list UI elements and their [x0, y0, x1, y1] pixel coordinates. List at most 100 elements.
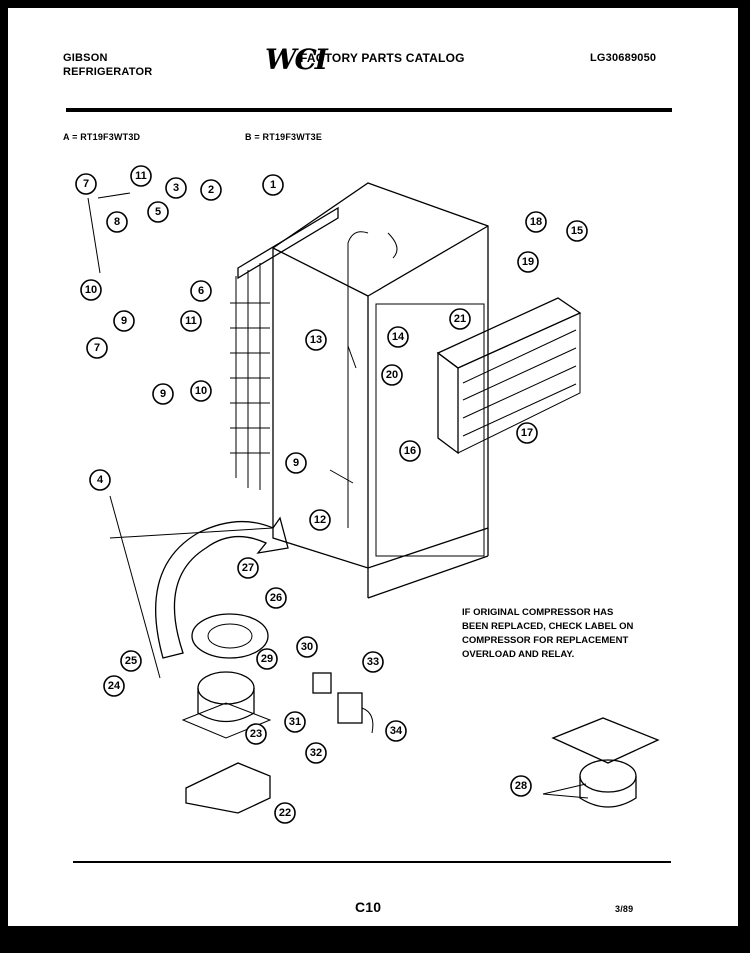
callout-6[interactable]: 6	[190, 280, 212, 302]
cabinet-illustration	[272, 182, 489, 599]
catalog-title: FACTORY PARTS CATALOG	[300, 51, 465, 65]
product-type: REFRIGERATOR	[63, 66, 153, 78]
callout-19[interactable]: 19	[517, 251, 539, 273]
callout-9b[interactable]: 9	[152, 383, 174, 405]
svg-text:6: 6	[198, 285, 204, 297]
condenser-coil-illustration	[230, 206, 339, 490]
callout-18[interactable]: 18	[525, 211, 547, 233]
svg-text:34: 34	[390, 725, 403, 737]
callout-2[interactable]: 2	[200, 179, 222, 201]
compressor-replacement-note: IF ORIGINAL COMPRESSOR HAS BEEN REPLACED…	[462, 606, 692, 662]
callout-29[interactable]: 29	[256, 648, 278, 670]
footer-rule	[73, 861, 671, 863]
svg-text:27: 27	[242, 562, 254, 574]
callout-33[interactable]: 33	[362, 651, 384, 673]
callout-4[interactable]: 4	[89, 469, 111, 491]
svg-text:20: 20	[386, 369, 398, 381]
callout-25[interactable]: 25	[120, 650, 142, 672]
note-line: COMPRESSOR FOR REPLACEMENT	[462, 635, 629, 646]
svg-text:23: 23	[250, 728, 262, 740]
callout-30[interactable]: 30	[296, 636, 318, 658]
svg-text:13: 13	[310, 334, 322, 346]
callout-17[interactable]: 17	[516, 422, 538, 444]
callout-27[interactable]: 27	[237, 557, 259, 579]
inset-compressor-illustration	[551, 717, 660, 808]
svg-text:12: 12	[314, 514, 326, 526]
svg-text:7: 7	[94, 342, 100, 354]
callout-20[interactable]: 20	[381, 364, 403, 386]
svg-text:14: 14	[392, 331, 405, 343]
compressor-illustration	[181, 613, 272, 814]
svg-text:26: 26	[270, 592, 282, 604]
svg-text:28: 28	[515, 780, 527, 792]
svg-text:29: 29	[261, 653, 273, 665]
variant-b-model: B = RT19F3WT3E	[245, 132, 323, 142]
callout-3[interactable]: 3	[165, 177, 187, 199]
svg-text:19: 19	[522, 256, 534, 268]
svg-text:18: 18	[530, 216, 542, 228]
callout-28b[interactable]: 28	[510, 775, 532, 797]
callout-16[interactable]: 16	[399, 440, 421, 462]
callout-14[interactable]: 14	[387, 326, 409, 348]
svg-text:15: 15	[571, 225, 583, 237]
header-rule	[66, 108, 672, 112]
svg-text:11: 11	[135, 170, 147, 182]
callout-26[interactable]: 26	[265, 587, 287, 609]
svg-text:8: 8	[114, 216, 120, 228]
page-code: C10	[355, 899, 382, 915]
svg-text:4: 4	[97, 474, 104, 486]
callout-10a[interactable]: 10	[80, 279, 102, 301]
brand-name: GIBSON	[63, 52, 108, 64]
svg-text:32: 32	[310, 747, 322, 759]
svg-text:10: 10	[195, 385, 207, 397]
leader-lines	[87, 192, 589, 799]
note-line: OVERLOAD AND RELAY.	[462, 649, 575, 660]
document-number: LG30689050	[590, 52, 657, 64]
callout-7a[interactable]: 7	[75, 173, 97, 195]
callout-11b[interactable]: 11	[180, 310, 202, 332]
variant-a-model: A = RT19F3WT3D	[63, 132, 141, 142]
callout-11a[interactable]: 11	[130, 165, 152, 187]
svg-text:33: 33	[367, 656, 379, 668]
catalog-page: GIBSON REFRIGERATOR WCI FACTORY PARTS CA…	[8, 8, 738, 926]
svg-text:5: 5	[155, 206, 161, 218]
callout-22[interactable]: 22	[274, 802, 296, 824]
callout-15[interactable]: 15	[566, 220, 588, 242]
callout-9c[interactable]: 9	[285, 452, 307, 474]
callout-24[interactable]: 24	[103, 675, 125, 697]
callout-21[interactable]: 21	[449, 308, 471, 330]
svg-text:11: 11	[185, 315, 197, 327]
callout-10b[interactable]: 10	[190, 380, 212, 402]
svg-text:3: 3	[173, 182, 179, 194]
svg-text:10: 10	[85, 284, 97, 296]
svg-text:17: 17	[521, 427, 533, 439]
revision-date: 3/89	[615, 904, 634, 914]
callout-8[interactable]: 8	[106, 211, 128, 233]
svg-text:9: 9	[121, 315, 127, 327]
callout-7b[interactable]: 7	[86, 337, 108, 359]
svg-text:9: 9	[160, 388, 166, 400]
callout-5[interactable]: 5	[147, 201, 169, 223]
callout-32[interactable]: 32	[305, 742, 327, 764]
note-line: IF ORIGINAL COMPRESSOR HAS	[462, 607, 614, 618]
callout-23[interactable]: 23	[245, 723, 267, 745]
note-line: BEEN REPLACED, CHECK LABEL ON	[462, 621, 634, 632]
svg-text:1: 1	[270, 179, 276, 191]
callout-13[interactable]: 13	[305, 329, 327, 351]
drain-tube-illustration	[155, 516, 289, 659]
callout-34[interactable]: 34	[385, 720, 407, 742]
svg-text:16: 16	[404, 445, 416, 457]
svg-text:22: 22	[279, 807, 291, 819]
svg-text:31: 31	[289, 716, 301, 728]
exploded-parts-diagram	[87, 182, 660, 814]
relay-overload-illustration	[312, 672, 374, 734]
callout-31[interactable]: 31	[284, 711, 306, 733]
svg-text:25: 25	[125, 655, 137, 667]
svg-text:21: 21	[454, 313, 466, 325]
svg-text:24: 24	[108, 680, 121, 692]
callout-12[interactable]: 12	[309, 509, 331, 531]
part-callouts: 1 2 3 4 5 6 7 7 8 9 9 9 10 10 11 11 12 1…	[75, 165, 588, 824]
svg-text:9: 9	[293, 457, 299, 469]
callout-1[interactable]: 1	[262, 174, 284, 196]
callout-9a[interactable]: 9	[113, 310, 135, 332]
